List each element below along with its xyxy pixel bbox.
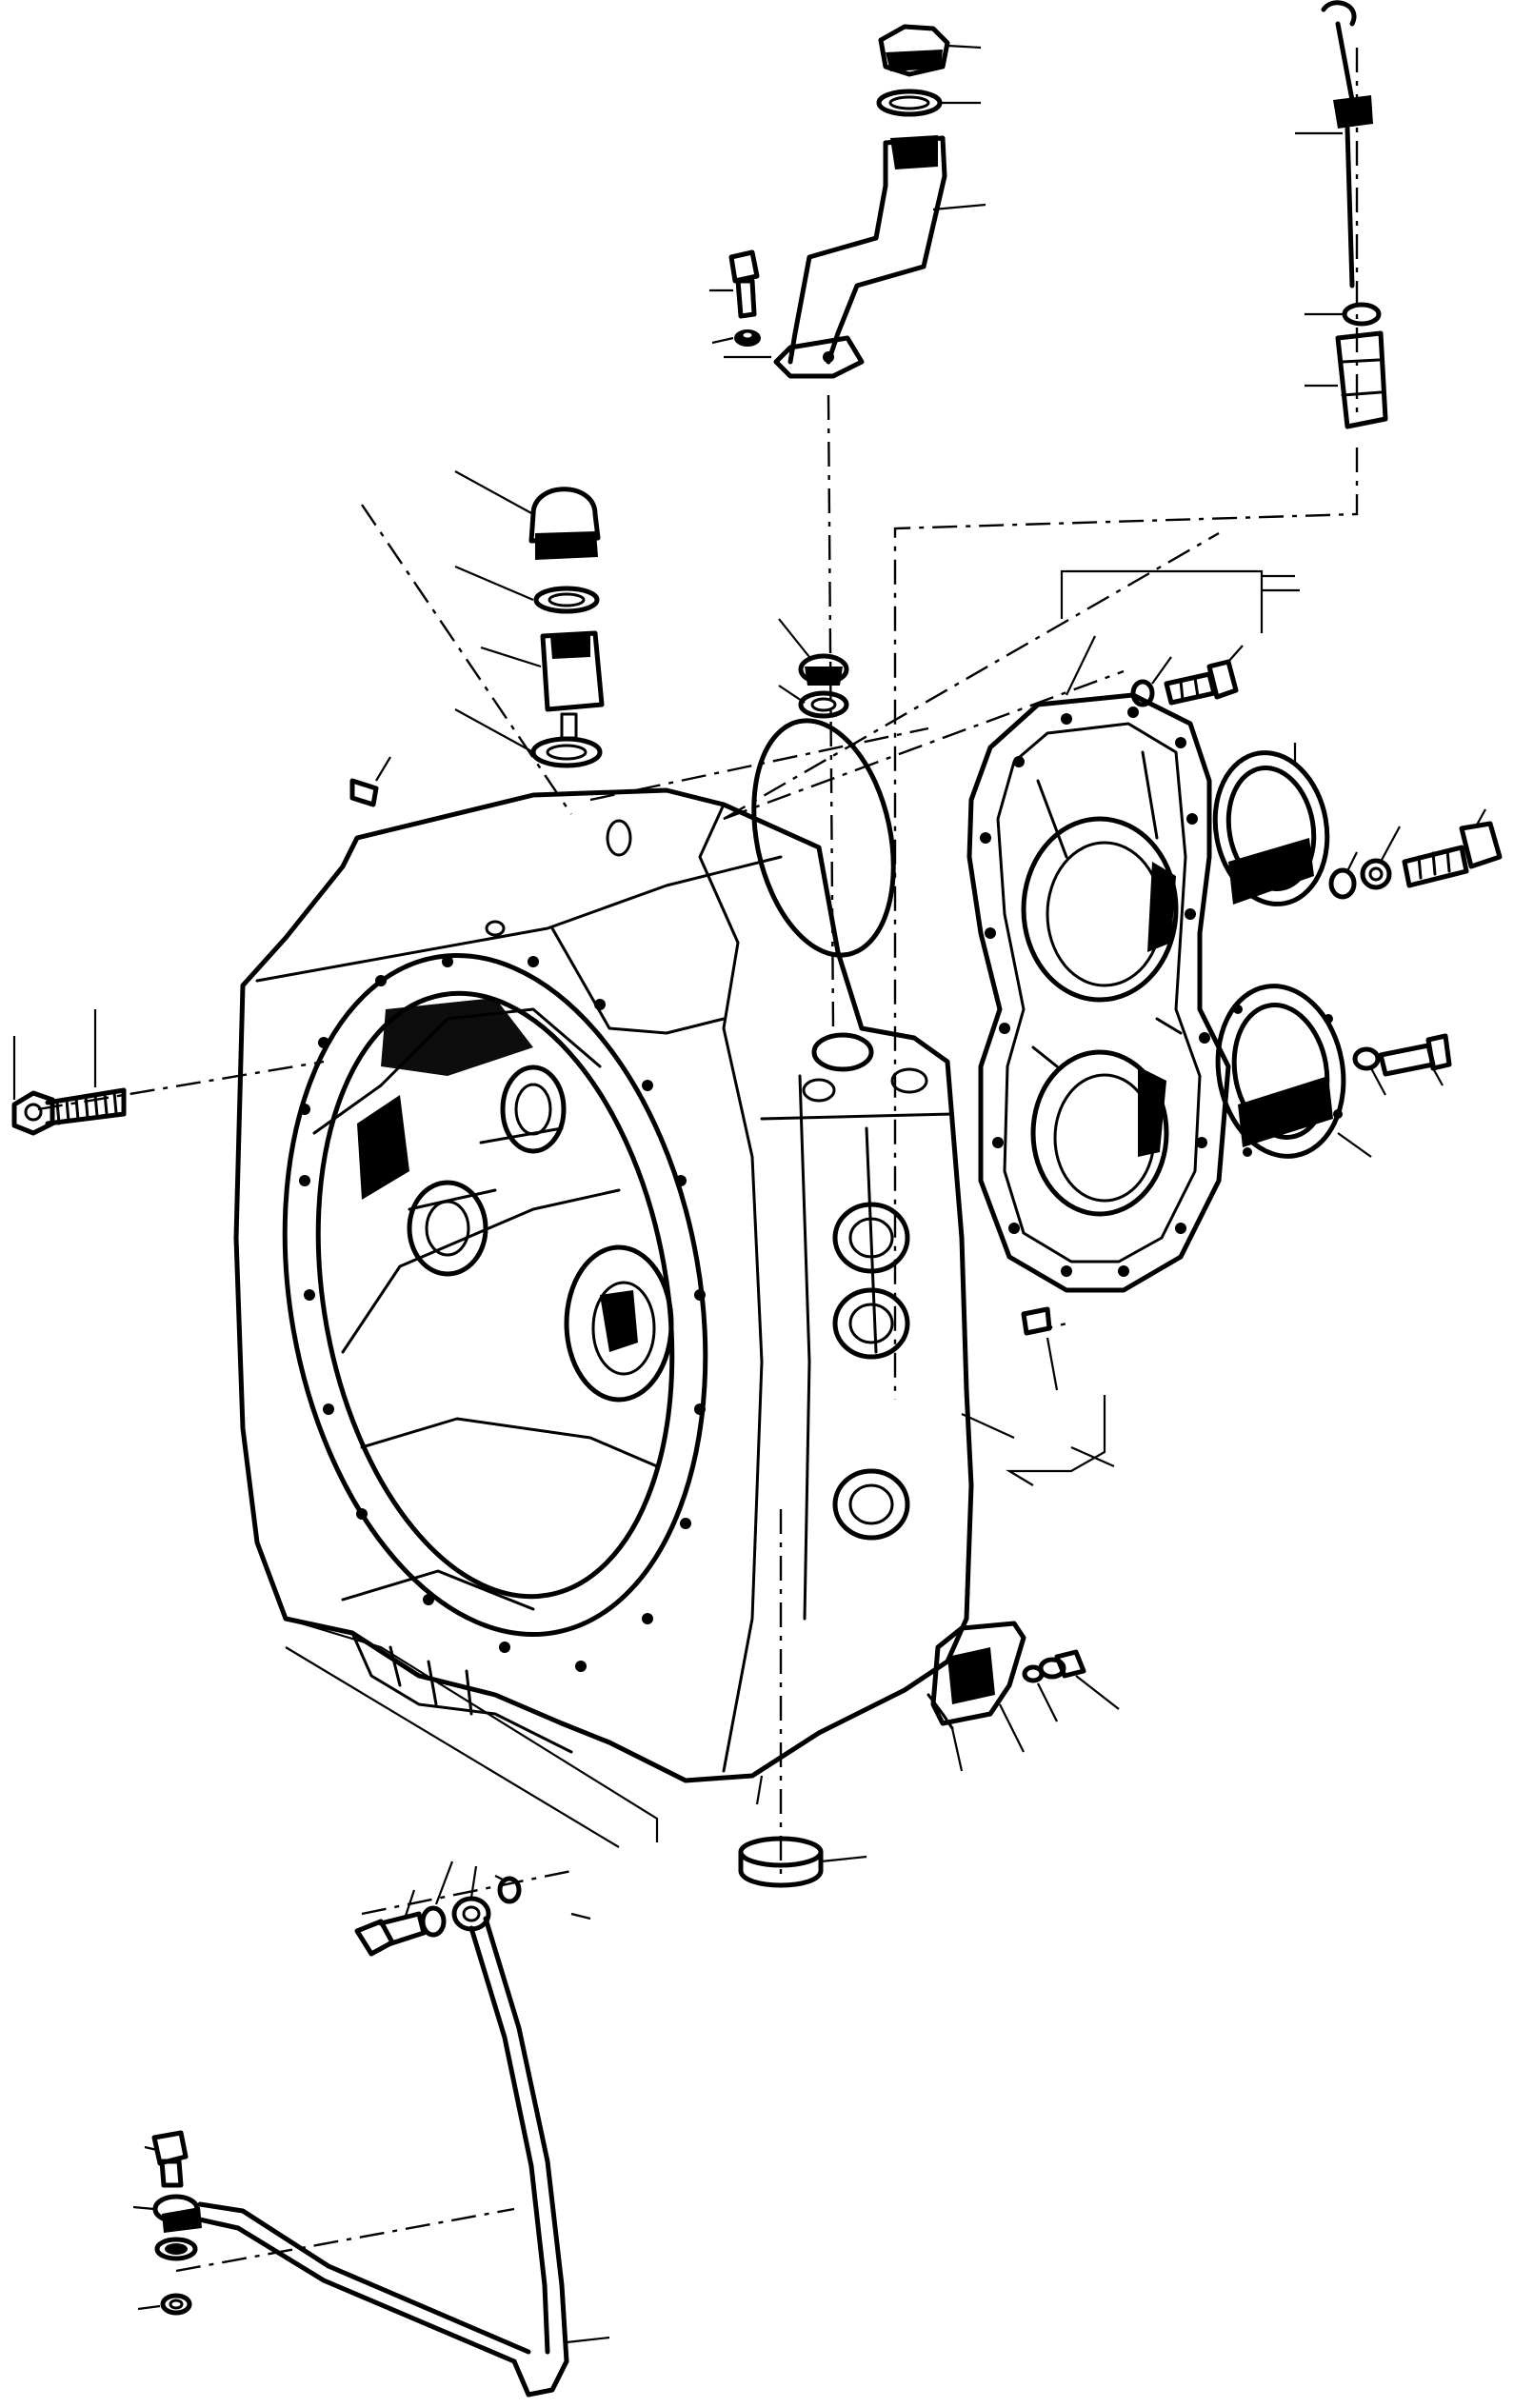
transmission-housing — [233, 787, 974, 1783]
breather-assembly — [349, 470, 605, 807]
sensor-plate-assembly — [926, 1621, 1120, 1772]
dipstick-assembly — [1295, 0, 1388, 429]
o-ring-and-plug — [751, 618, 896, 958]
group-brackets — [285, 569, 1300, 1848]
rear-cover-bolt-holes — [980, 706, 1210, 1277]
flange-bolt-holes — [299, 956, 706, 1672]
dowel-pin-right — [1021, 1306, 1059, 1391]
filler-tube-assembly — [709, 24, 986, 379]
stud-and-nut — [11, 1009, 127, 1136]
oil-seal-lower — [1215, 984, 1452, 1159]
leader-lines — [755, 574, 1295, 1805]
lube-pipe-assembly — [132, 1861, 610, 2398]
oil-seal-upper — [1212, 743, 1503, 906]
cover-bolt-upper — [1130, 645, 1244, 707]
rear-cover — [966, 635, 1231, 1293]
bottom-plug — [738, 1836, 867, 1888]
